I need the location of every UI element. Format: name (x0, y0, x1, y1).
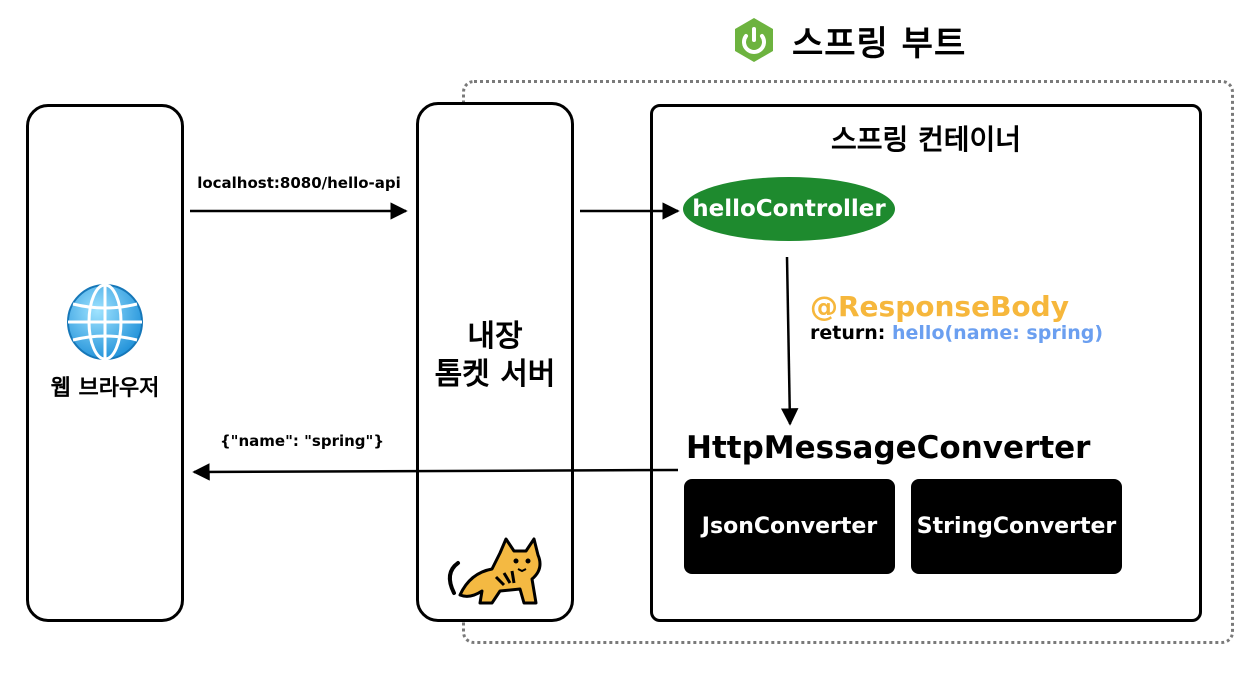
http-message-converter-label: HttpMessageConverter (686, 430, 1091, 466)
title-row: 스프링 부트 (730, 14, 966, 66)
web-browser-box (26, 104, 184, 622)
response-body-annotation: @ResponseBody (810, 290, 1069, 323)
tomcat-label-line2: 톰켓 서버 (434, 357, 556, 392)
controller-to-converter-arrow (780, 256, 799, 426)
response-arrow (192, 463, 679, 481)
browser-label: 웹 브라우저 (50, 376, 160, 401)
request-url-label: localhost:8080/hello-api (197, 174, 401, 192)
spring-power-icon (735, 18, 773, 62)
return-value: hello(name: spring) (892, 322, 1104, 344)
string-converter-label: StringConverter (916, 514, 1117, 539)
globe-icon (67, 283, 143, 361)
string-converter-box: StringConverter (911, 479, 1122, 574)
return-keyword: return: (810, 322, 886, 344)
tomcat-cat-icon (447, 537, 542, 605)
diagram-title: 스프링 부트 (792, 23, 967, 64)
tomcat-server-box (416, 102, 574, 622)
container-title: 스프링 컨테이너 (830, 123, 1022, 156)
hello-controller: helloController (683, 177, 895, 241)
json-converter-box: JsonConverter (684, 479, 895, 574)
tomcat-label-line1: 내장 (467, 319, 523, 354)
return-line: return: hello(name: spring) (810, 322, 1103, 344)
response-json-label: {"name": "spring"} (219, 432, 385, 450)
json-converter-label: JsonConverter (701, 514, 878, 539)
tomcat-label: 내장 톰켓 서버 (416, 318, 574, 394)
